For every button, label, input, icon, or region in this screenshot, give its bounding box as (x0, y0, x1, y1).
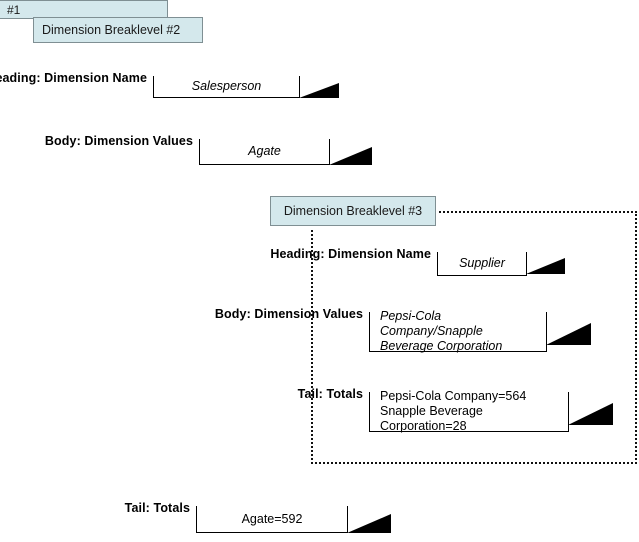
callout-value-box: Salesperson (153, 76, 300, 98)
callout-value: Agate=592 (241, 511, 303, 526)
callout-label: Heading: Dimension Name (270, 247, 431, 261)
breaklevel-banner-1-label: #1 (7, 2, 21, 17)
breaklevel-banner-2-label: Dimension Breaklevel #2 (42, 23, 181, 37)
breaklevel-banner-3-label: Dimension Breaklevel #3 (283, 204, 423, 218)
callout-value-box: Agate=592 (196, 506, 348, 533)
callout-value-box: Pepsi-Cola Company=564 Snapple Beverage … (369, 389, 569, 433)
callout-flag-icon (568, 403, 613, 425)
breaklevel-3-group-region (311, 211, 637, 464)
callout-label: Tail: Totals (297, 387, 363, 401)
breaklevel-banner-2[interactable]: Dimension Breaklevel #2 (33, 17, 203, 43)
callout-value: Pepsi-Cola Company=564 Snapple Beverage … (380, 389, 527, 433)
callout-value-box: Agate (199, 139, 330, 165)
callout-value: Supplier (459, 256, 505, 270)
callout-flag-icon (347, 514, 391, 533)
callout-flag-icon (526, 258, 565, 274)
callout-label: Body: Dimension Values (214, 307, 363, 321)
callout-label: Tail: Totals (124, 501, 190, 515)
breaklevel-banner-3[interactable]: Dimension Breaklevel #3 (270, 196, 436, 226)
callout-label: Body: Dimension Values (44, 134, 193, 148)
callout-flag-icon (546, 323, 591, 345)
callout-flag-icon (329, 147, 372, 165)
callout-value: Salesperson (191, 79, 262, 93)
callout-flag-icon (299, 83, 339, 98)
callout-value-box: Pepsi-Cola Company/Snapple Beverage Corp… (369, 309, 547, 353)
callout-label: Heading: Dimension Name (0, 71, 147, 85)
callout-value: Agate (248, 144, 281, 158)
callout-value-box: Supplier (437, 252, 527, 276)
callout-value: Pepsi-Cola Company/Snapple Beverage Corp… (380, 309, 503, 353)
